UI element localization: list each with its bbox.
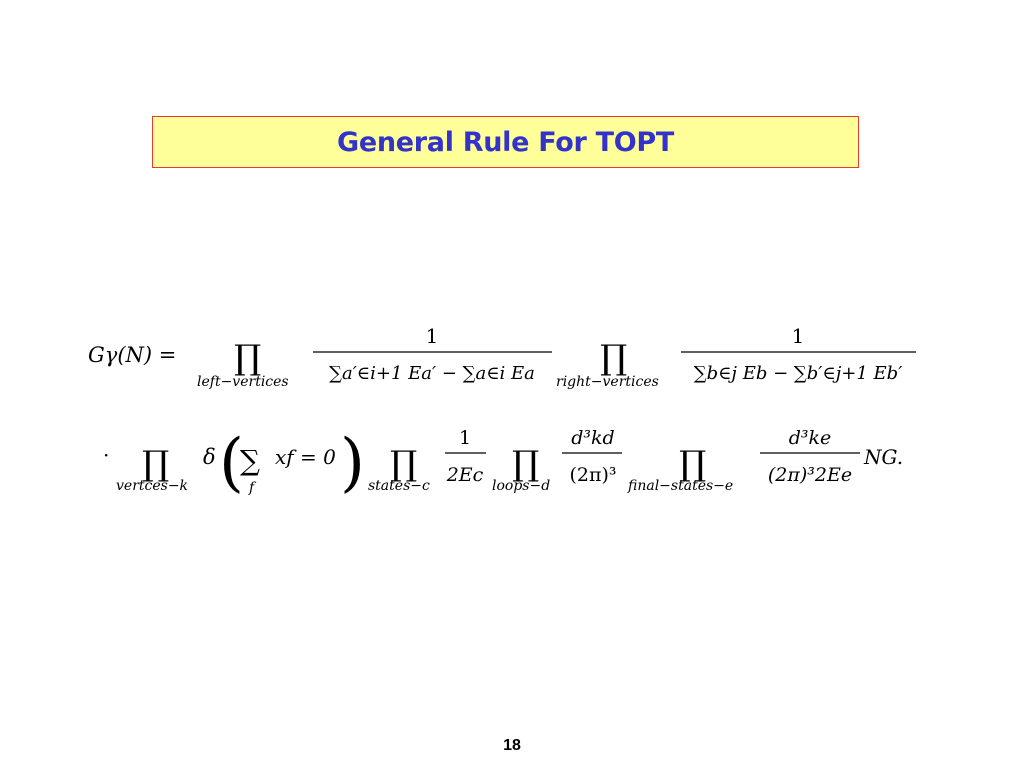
title-box: General Rule For TOPT	[152, 116, 859, 168]
fraction5-numerator: d³ke	[789, 427, 832, 449]
product-sub-final-states: final−states−e	[627, 478, 733, 494]
fraction1-denominator: ∑a′∈i+1 Ea′ − ∑a∈i Ea	[329, 363, 535, 384]
product-sub-left-vertices: left−vertices	[197, 374, 289, 390]
sum-body: xf = 0	[275, 445, 336, 469]
product-symbol: ∏	[512, 444, 539, 484]
fraction1-numerator: 1	[426, 324, 439, 348]
formula-tail: NG.	[863, 445, 903, 469]
sum-symbol: ∑	[240, 444, 260, 477]
product-symbol: ∏	[600, 338, 627, 378]
fraction3-denominator: 2Ec	[446, 464, 484, 486]
right-paren: )	[340, 426, 365, 500]
product-symbol: ∏	[390, 444, 417, 484]
left-paren: (	[219, 426, 244, 500]
fraction3-numerator: 1	[459, 427, 471, 449]
product-symbol: ∏	[234, 338, 261, 378]
delta-symbol: δ	[203, 445, 216, 469]
fraction4-denominator: (2π)³	[569, 464, 616, 486]
formula-lhs: Gγ(N) =	[88, 343, 176, 367]
fraction4-numerator: d³kd	[571, 427, 614, 449]
page-number: 18	[503, 737, 521, 754]
slide-title: General Rule For TOPT	[336, 126, 675, 158]
product-sub-vertices: vertces−k	[116, 478, 188, 494]
product-sub-loops: loops−d	[492, 478, 550, 494]
sum-sub: f	[248, 480, 257, 496]
product-sub-right-vertices: right−vertices	[556, 374, 659, 390]
product-symbol: ∏	[142, 444, 169, 484]
product-sub-states: states−c	[368, 478, 430, 494]
fraction2-denominator: ∑b∈j Eb − ∑b′∈j+1 Eb′	[694, 363, 903, 384]
multiply-dot: ·	[103, 443, 109, 467]
product-symbol: ∏	[679, 444, 706, 484]
fraction2-numerator: 1	[792, 324, 805, 348]
fraction5-denominator: (2π)³2Ee	[768, 464, 852, 486]
